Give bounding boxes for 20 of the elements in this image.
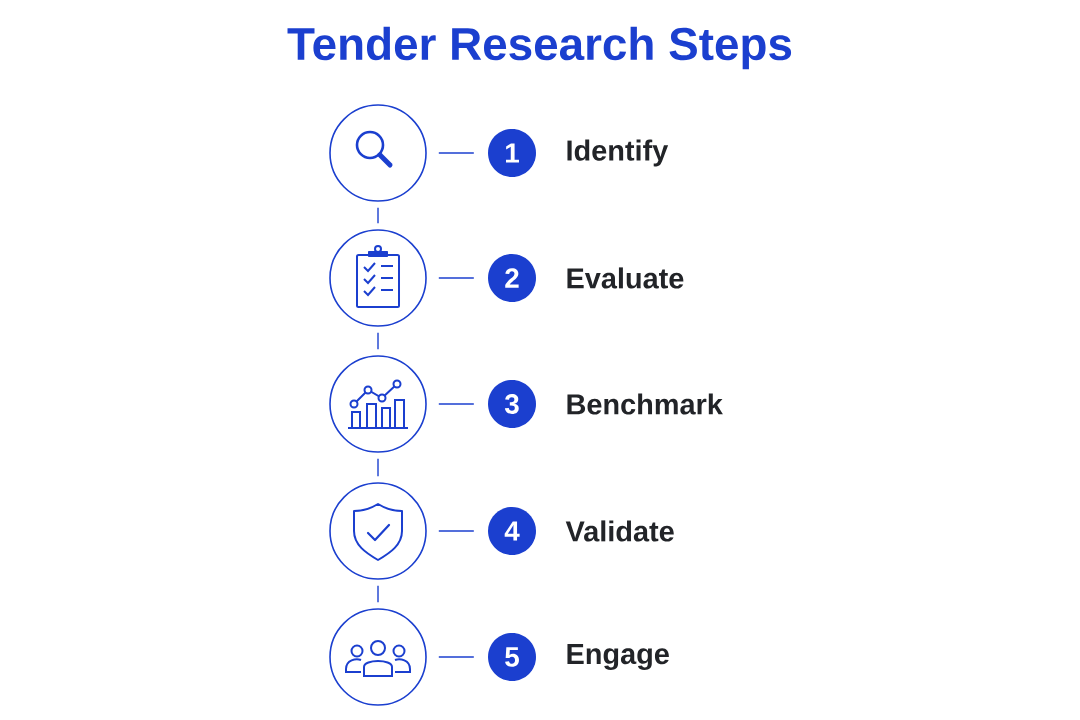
connector-line [377,332,379,350]
connector-line [377,207,379,224]
connector-line [438,403,475,405]
connector-line [377,585,379,603]
connector-line [438,152,475,154]
connector-line [438,656,475,658]
connector-line [377,458,379,477]
number-badge: 4 [488,507,536,555]
connector-line [438,530,475,532]
step-label: Engage [567,644,669,670]
step-label: Identify [567,139,669,167]
number-badge: 1 [488,129,536,177]
step-label: Benchmark [567,393,723,415]
step-label: Evaluate [567,267,684,289]
connector-line [438,277,475,279]
number-badge: 5 [488,633,536,681]
title: Tender Research Steps [287,26,792,70]
number-badge: 2 [488,254,536,302]
step-label: Validate [565,520,674,542]
number-badge: 3 [488,380,536,428]
